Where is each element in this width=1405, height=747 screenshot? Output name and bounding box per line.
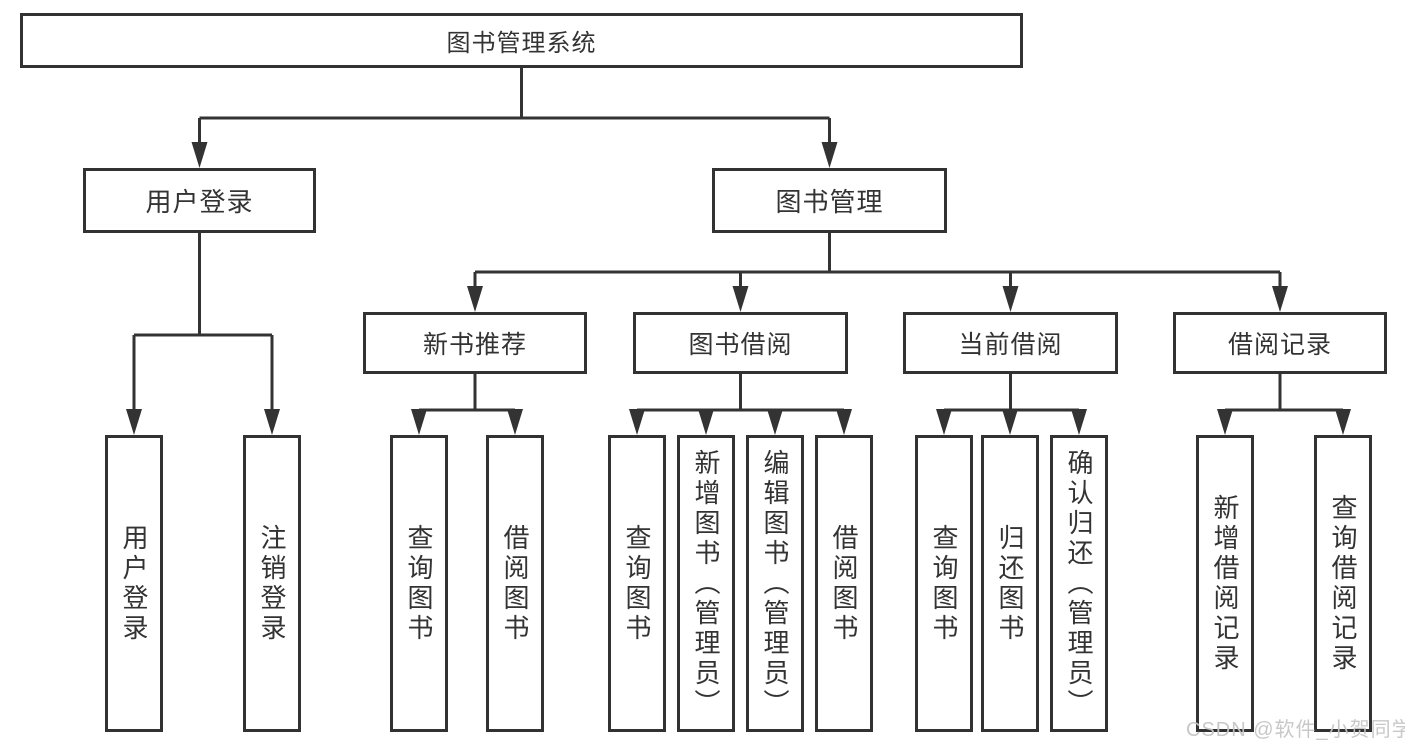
arrowheads [126,142,1351,435]
leaf-borrow-books-borrowing: 借阅图书 [815,435,873,732]
node-user-login-label: 用户登录 [145,187,254,217]
node-new-book-recommend: 新书推荐 [363,312,587,374]
leaf-query-books-current: 查询图书 [915,435,973,732]
leaf-query-borrow-record-label: 查询借阅记录 [1328,493,1358,674]
node-borrowing-records: 借阅记录 [1173,312,1387,374]
node-book-management: 图书管理 [712,168,947,233]
watermark: CSDN @软件_小贺同学 [1186,719,1405,741]
leaf-edit-book-admin: 编辑图书（管理员） [746,435,804,732]
leaf-query-books-recommend: 查询图书 [390,435,448,732]
leaf-borrow-books-recommend: 借阅图书 [486,435,544,732]
leaf-logout: 注销登录 [243,435,301,732]
leaf-query-books-current-label: 查询图书 [929,523,959,644]
node-user-login: 用户登录 [83,168,316,233]
node-new-book-recommend-label: 新书推荐 [422,331,527,359]
leaf-logout-label: 注销登录 [257,523,287,644]
leaf-confirm-return-admin: 确认归还（管理员） [1050,435,1108,732]
leaf-query-books-borrowing: 查询图书 [608,435,666,732]
node-root-system: 图书管理系统 [20,13,1023,68]
node-book-management-label: 图书管理 [775,187,884,217]
leaf-edit-book-admin-label: 编辑图书（管理员） [760,448,790,719]
leaf-borrow-books-recommend-label: 借阅图书 [500,523,530,644]
node-current-borrowing: 当前借阅 [903,312,1118,374]
node-book-borrowing: 图书借阅 [633,312,848,374]
leaf-query-books-borrowing-label: 查询图书 [622,523,652,644]
node-root-system-label: 图书管理系统 [446,30,597,57]
leaf-query-books-recommend-label: 查询图书 [404,523,434,644]
leaf-return-books-label: 归还图书 [995,523,1025,644]
leaf-borrow-books-borrowing-label: 借阅图书 [829,523,859,644]
leaf-add-book-admin: 新增图书（管理员） [677,435,735,732]
leaf-add-borrow-record: 新增借阅记录 [1196,435,1254,732]
leaf-confirm-return-admin-label: 确认归还（管理员） [1064,448,1094,719]
leaf-add-borrow-record-label: 新增借阅记录 [1210,493,1240,674]
node-current-borrowing-label: 当前借阅 [958,331,1063,359]
node-book-borrowing-label: 图书借阅 [688,331,793,359]
leaf-add-book-admin-label: 新增图书（管理员） [691,448,721,719]
leaf-return-books: 归还图书 [981,435,1039,732]
leaf-user-login-label: 用户登录 [119,523,149,644]
leaf-user-login: 用户登录 [105,435,163,732]
node-borrowing-records-label: 借阅记录 [1227,331,1332,359]
leaf-query-borrow-record: 查询借阅记录 [1314,435,1372,732]
